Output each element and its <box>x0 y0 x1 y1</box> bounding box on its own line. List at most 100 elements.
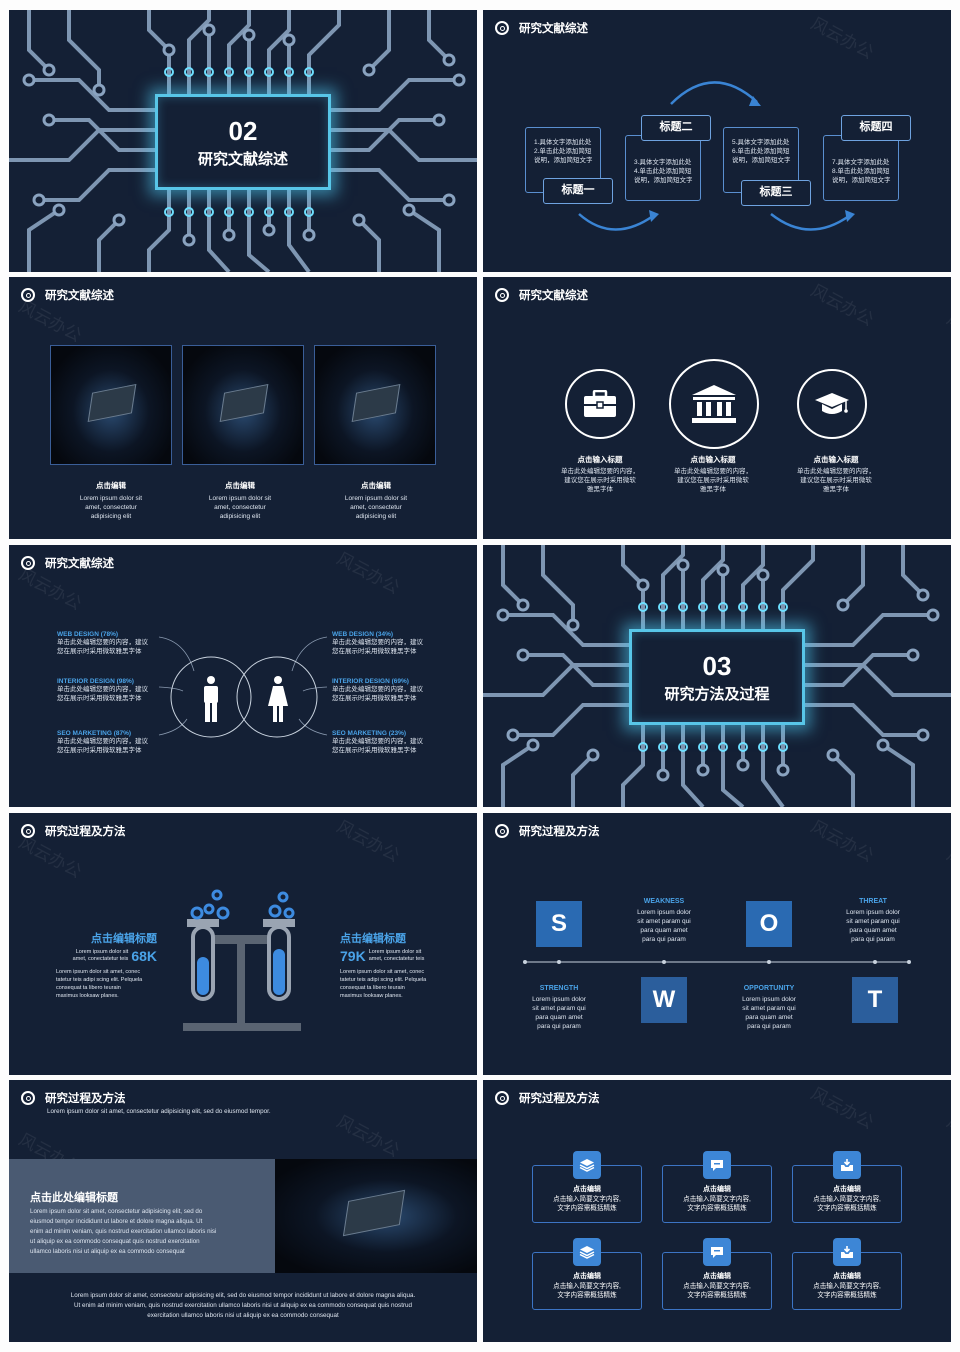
slide-gender-stats[interactable]: 研究文献综述 风云办公 风云办公 WEB DESIGN (78%)单击此处编辑您… <box>9 545 477 807</box>
bank-icon <box>669 359 759 449</box>
slide-icon-features[interactable]: 研究文献综述 风云办公 风 点击输入标题单击此处编辑您要的内容，建议您在展示时采… <box>483 277 951 539</box>
header-title: 研究文献综述 <box>519 290 588 302</box>
chat-icon <box>703 1151 731 1179</box>
swot-letter-w[interactable]: W <box>641 977 687 1023</box>
slide-header: 研究过程及方法 <box>21 1090 126 1106</box>
target-icon <box>495 824 509 838</box>
grid-card-2-text: 点击编辑点击输入简要文字内容,文字内容需概括精炼 <box>683 1186 751 1212</box>
stat-right-1: WEB DESIGN (34%)单击此处编辑您要的内容，建议您在展示时采用微软雅… <box>332 631 423 655</box>
stat-right-3: SEO MARKETING (23%)单击此处编辑您要的内容，建议您在展示时采用… <box>332 730 423 754</box>
layers-icon <box>573 1151 601 1179</box>
chip-photo-3 <box>314 345 436 465</box>
header-title: 研究文献综述 <box>45 558 114 570</box>
text-panel: 点击此处编辑标题 Lorem ipsum dolor sit amet, con… <box>9 1159 275 1273</box>
stat-left-1: WEB DESIGN (78%)单击此处编辑您要的内容，建议您在展示时采用微软雅… <box>57 631 148 655</box>
graduation-cap-icon <box>797 369 867 439</box>
connector-lines <box>158 636 328 738</box>
circuit-background <box>9 10 477 272</box>
test-tubes-icon <box>183 889 301 1031</box>
header-title: 研究文献综述 <box>519 23 588 35</box>
grid-card-3-text: 点击编辑点击输入简要文字内容,文字内容需概括精炼 <box>813 1186 881 1212</box>
slide-lab-tubes[interactable]: 研究过程及方法 风云办公 风云办公 点击编辑标题 Lorem ipsum dol… <box>9 813 477 1075</box>
slide-header: 研究过程及方法 <box>495 823 600 839</box>
stat-left-3: SEO MARKETING (87%)单击此处编辑您要的内容，建议您在展示时采用… <box>57 730 148 754</box>
female-icon <box>268 676 288 722</box>
inbox-icon <box>833 1151 861 1179</box>
right-title: 点击编辑标题 <box>340 933 406 945</box>
chip-photo-1 <box>50 345 172 465</box>
chat-icon <box>703 1238 731 1266</box>
target-icon <box>21 1091 35 1105</box>
chip-title-frame: 02 研究文献综述 <box>155 94 331 190</box>
slide-header: 研究文献综述 <box>495 20 588 36</box>
flow-label-1[interactable]: 标题一 <box>543 178 613 204</box>
target-icon <box>495 288 509 302</box>
chip-title-frame: 03 研究方法及过程 <box>629 629 805 725</box>
flow-label-4[interactable]: 标题四 <box>841 115 911 141</box>
header-title: 研究过程及方法 <box>45 1093 126 1105</box>
swot-letter-o[interactable]: O <box>746 901 792 947</box>
slide-header: 研究文献综述 <box>495 287 588 303</box>
watermark: 风云办公 <box>333 816 403 866</box>
grid-card-1-text: 点击编辑点击输入简要文字内容,文字内容需概括精炼 <box>553 1186 621 1212</box>
footer-text: Lorem ipsum dolor sit amet, consectetur … <box>70 1292 416 1319</box>
grid-card-6-text: 点击编辑点击输入简要文字内容,文字内容需概括精炼 <box>813 1273 881 1299</box>
swot-letter-t[interactable]: T <box>852 977 898 1023</box>
header-title: 研究文献综述 <box>45 290 114 302</box>
slide-text-image-panel[interactable]: 研究过程及方法 Lorem ipsum dolor sit amet, cons… <box>9 1080 477 1342</box>
header-title: 研究过程及方法 <box>519 1093 600 1105</box>
briefcase-icon <box>565 369 635 439</box>
left-title: 点击编辑标题 <box>91 933 157 945</box>
header-title: 研究过程及方法 <box>519 826 600 838</box>
chip-photo <box>275 1159 477 1273</box>
grid-card-4-text: 点击编辑点击输入简要文字内容,文字内容需概括精炼 <box>553 1273 621 1299</box>
layers-icon <box>573 1238 601 1266</box>
target-icon <box>495 1091 509 1105</box>
section-number: 02 <box>228 115 258 146</box>
feature-caption-2: 点击输入标题单击此处编辑您要的内容，建议您在展示时采用微软雅黑字体 <box>674 455 752 493</box>
section-number: 03 <box>702 650 732 681</box>
feature-caption-1: 点击输入标题单击此处编辑您要的内容，建议您在展示时采用微软雅黑字体 <box>561 455 639 493</box>
swot-letter-s[interactable]: S <box>536 901 582 947</box>
chip-photo-2 <box>182 345 304 465</box>
right-stat-value: 79K <box>340 948 366 964</box>
panel-title: 点击此处编辑标题 <box>30 1192 118 1204</box>
target-icon <box>21 824 35 838</box>
slide-header: 研究文献综述 <box>21 555 114 571</box>
section-title: 研究文献综述 <box>197 150 288 168</box>
watermark: 风云办公 <box>807 280 877 330</box>
left-stat-value: 68K <box>131 948 157 964</box>
flow-label-2[interactable]: 标题二 <box>641 115 711 141</box>
flow-label-3[interactable]: 标题三 <box>741 180 811 206</box>
slide-section-02[interactable]: 02 研究文献综述 <box>9 10 477 272</box>
stat-right-2: INTERIOR DESIGN (69%)单击此处编辑您要的内容，建议您在展示时… <box>332 678 423 702</box>
slide-header: 研究文献综述 <box>21 287 114 303</box>
stat-left-2: INTERIOR DESIGN (98%)单击此处编辑您要的内容，建议您在展示时… <box>57 678 148 702</box>
circuit-background <box>483 545 951 807</box>
slide-header: 研究过程及方法 <box>21 823 126 839</box>
header-title: 研究过程及方法 <box>45 826 126 838</box>
slide-section-03[interactable]: 03 研究方法及过程 <box>483 545 951 807</box>
watermark: 风云办公 <box>333 1111 403 1161</box>
flow-arrows <box>578 81 855 231</box>
target-icon <box>21 288 35 302</box>
watermark: 风云办公 <box>807 1083 877 1133</box>
slide-icon-grid[interactable]: 研究过程及方法 风云办公 风 点击编辑点击输入简要文字内容,文字内容需概括精炼 … <box>483 1080 951 1342</box>
inbox-icon <box>833 1238 861 1266</box>
target-icon <box>495 21 509 35</box>
target-icon <box>21 556 35 570</box>
watermark: 风 <box>943 1111 951 1137</box>
